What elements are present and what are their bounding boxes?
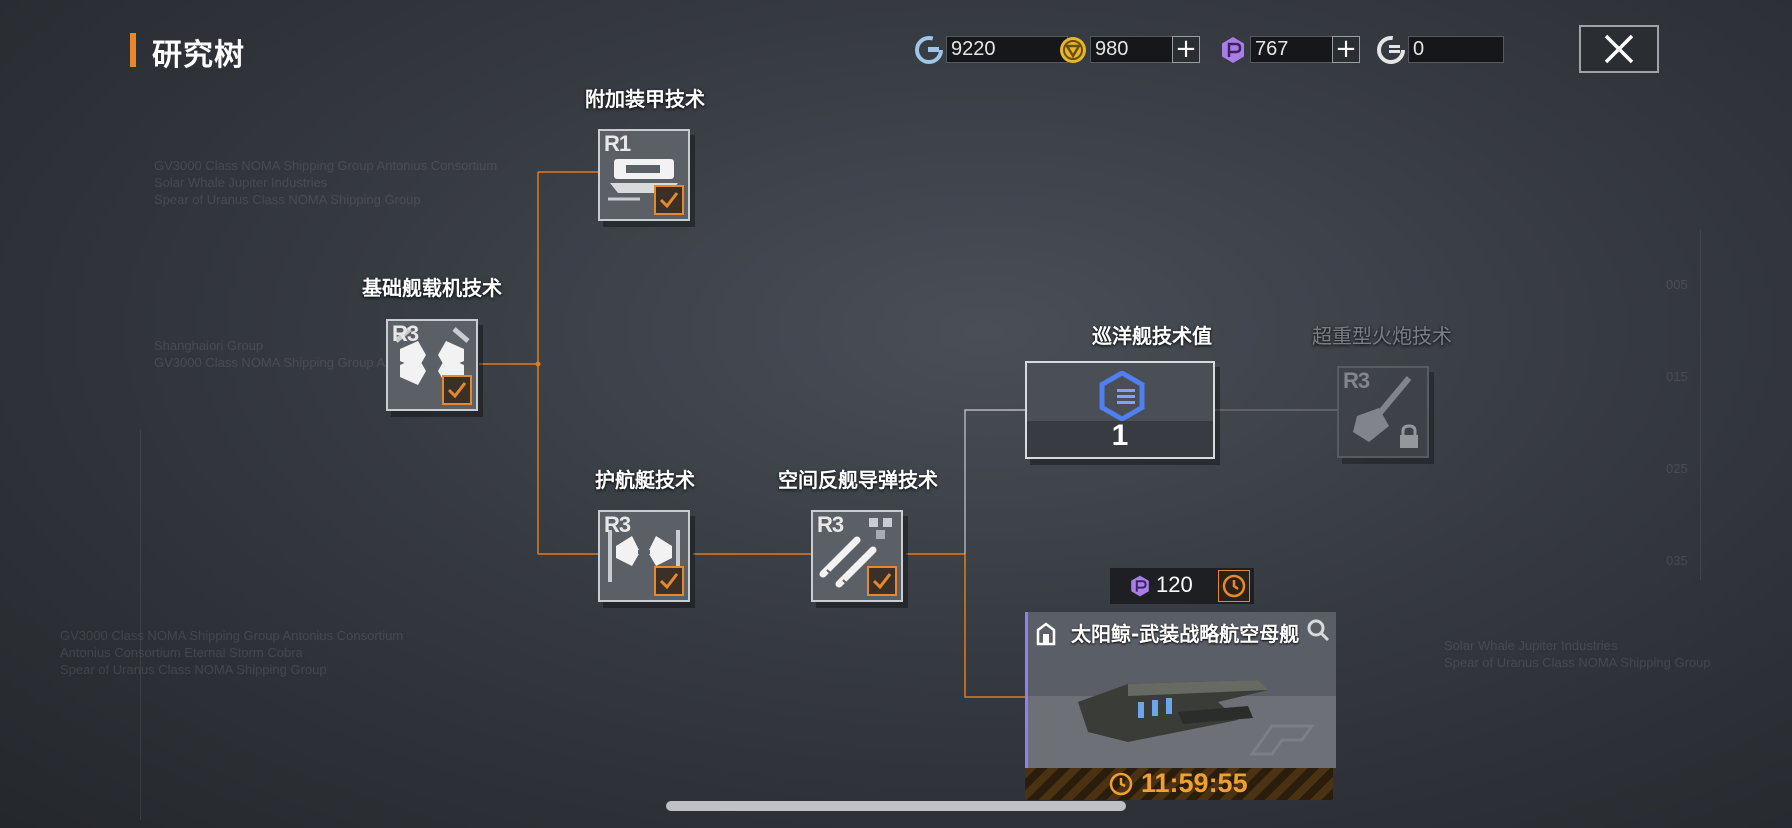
scale-label: 005 — [1666, 277, 1688, 292]
tech-node-armor[interactable]: R1 — [598, 129, 690, 221]
cruiser-tech-panel[interactable]: 1 — [1025, 361, 1215, 459]
lock-icon — [1400, 424, 1418, 448]
scale-label: 025 — [1666, 461, 1688, 476]
decor-ruler — [1700, 230, 1709, 580]
cruiser-tech-value: 1 — [1111, 419, 1129, 452]
cannon-icon — [1353, 376, 1412, 442]
rank-badge: R3 — [817, 512, 844, 537]
home-indicator[interactable] — [666, 801, 1126, 811]
node-label-cruiser: 巡洋舰技术值 — [1092, 324, 1212, 348]
build-timer: 11:59:55 — [1025, 768, 1333, 800]
ship-cost-value: 120 — [1156, 572, 1193, 597]
ship-cost-bar: 120 — [1110, 568, 1254, 604]
ship-name: 太阳鲸-武装战略航空母舰 — [1071, 622, 1300, 646]
background-text-block: GV3000 Class NOMA Shipping Group Antoniu… — [60, 628, 404, 677]
close-icon — [1604, 34, 1634, 64]
node-label-armor: 附加装甲技术 — [585, 87, 705, 111]
speed-up-icon — [1222, 574, 1246, 598]
research-chip-icon — [1377, 36, 1405, 64]
scale-label: 015 — [1666, 369, 1688, 384]
faction-emblem-icon — [1249, 724, 1315, 756]
credits-value: 9220 — [946, 36, 1068, 63]
clock-icon — [1109, 772, 1133, 796]
rank-badge: R1 — [604, 131, 631, 156]
purple-token-icon — [1131, 575, 1149, 597]
completed-check-icon — [442, 375, 472, 405]
speed-up-button[interactable] — [1218, 570, 1250, 602]
title-accent-bar — [130, 33, 136, 67]
tech-node-heavy[interactable]: R3 — [1337, 366, 1429, 458]
tech-node-base[interactable]: R3 — [386, 319, 478, 411]
shipyard-icon — [1036, 622, 1056, 646]
add-purple-button[interactable]: + — [1332, 36, 1360, 63]
close-button[interactable] — [1579, 25, 1659, 73]
node-label-base: 基础舰载机技术 — [362, 276, 502, 300]
add-gold-button[interactable]: + — [1172, 36, 1200, 63]
gold-token-icon — [1060, 37, 1086, 63]
credit-icon — [915, 36, 943, 64]
rank-badge: R3 — [1343, 368, 1370, 393]
ship-image — [1078, 680, 1268, 742]
page-title: 研究树 — [152, 38, 245, 73]
background-text-block: GV3000 Class NOMA Shipping Group Antoniu… — [154, 158, 498, 207]
node-label-escort: 护航艇技术 — [595, 468, 695, 492]
node-label-heavy: 超重型火炮技术 — [1312, 324, 1452, 348]
missile-icon — [819, 518, 892, 588]
panel-band — [1027, 421, 1213, 457]
chip-value: 0 — [1408, 36, 1504, 63]
rank-badge: R3 — [392, 321, 419, 346]
purple-token-icon — [1222, 37, 1244, 63]
search-icon[interactable] — [1306, 618, 1330, 642]
tech-node-escort[interactable]: R3 — [598, 510, 690, 602]
node-label-missile: 空间反舰导弹技术 — [778, 468, 938, 492]
gold-value: 980 — [1090, 36, 1182, 63]
rank-badge: R3 — [604, 512, 631, 537]
completed-check-icon — [654, 185, 684, 215]
cruiser-tech-icon — [1099, 371, 1145, 421]
scale-label: 035 — [1666, 553, 1688, 568]
completed-check-icon — [867, 566, 897, 596]
ship-project-card[interactable]: 太阳鲸-武装战略航空母舰 — [1025, 612, 1336, 768]
timer-value: 11:59:55 — [1141, 768, 1248, 798]
completed-check-icon — [654, 566, 684, 596]
decor-ruler — [140, 430, 149, 820]
tech-node-missile[interactable]: R3 — [811, 510, 903, 602]
